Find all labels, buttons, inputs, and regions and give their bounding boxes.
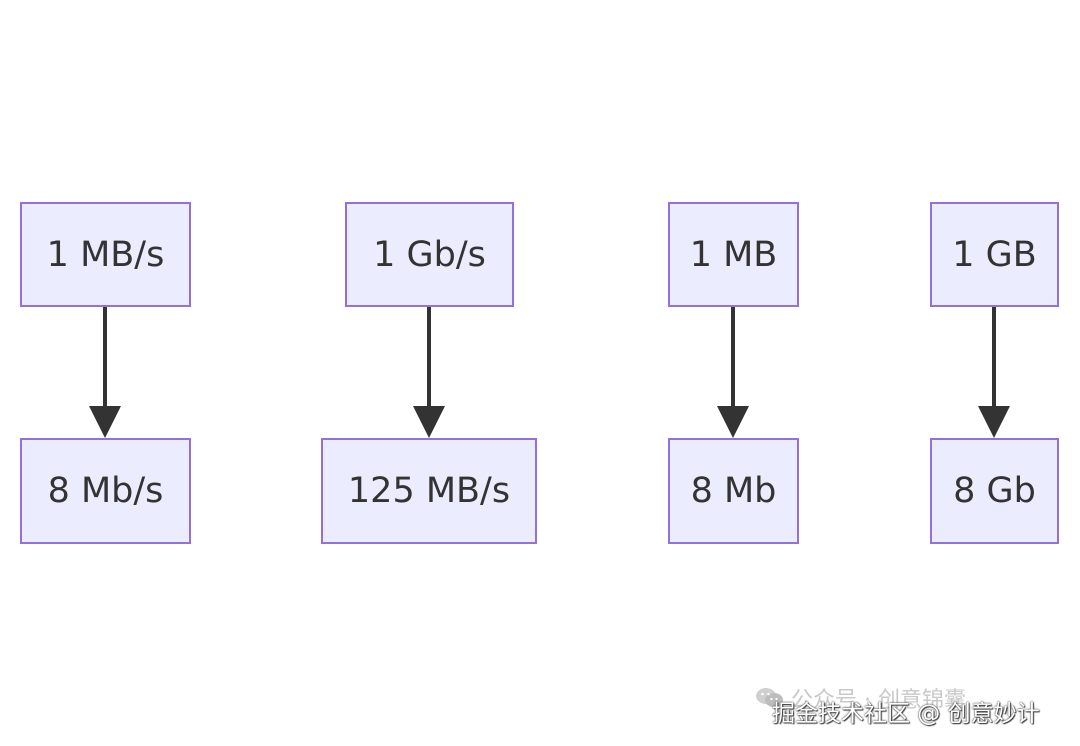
node-1-mb-per-s: 1 MB/s — [20, 202, 191, 307]
edge-3 — [717, 306, 749, 438]
node-125-mb-per-s: 125 MB/s — [321, 438, 537, 544]
edge-1 — [89, 306, 121, 438]
node-1-gb: 1 GB — [930, 202, 1059, 307]
watermark-account: 公众号 · 创意锦囊 — [755, 682, 966, 714]
watermark-account-text: 公众号 · 创意锦囊 — [791, 688, 966, 713]
watermark-credit: 掘金技术社区 @ 创意妙计 — [772, 701, 1040, 727]
arrowhead-4 — [978, 406, 1010, 438]
edge-2 — [413, 306, 445, 438]
arrowhead-3 — [717, 406, 749, 438]
wechat-icon — [756, 688, 783, 707]
arrowhead-1 — [89, 406, 121, 438]
edge-4 — [978, 306, 1010, 438]
node-1-mb: 1 MB — [668, 202, 799, 307]
node-1-gb-per-s: 1 Gb/s — [345, 202, 514, 307]
node-8-gb-lower: 8 Gb — [930, 438, 1059, 544]
arrowhead-2 — [413, 406, 445, 438]
node-8-mb-per-s-lower: 8 Mb/s — [20, 438, 191, 544]
node-8-mb-lower: 8 Mb — [668, 438, 799, 544]
